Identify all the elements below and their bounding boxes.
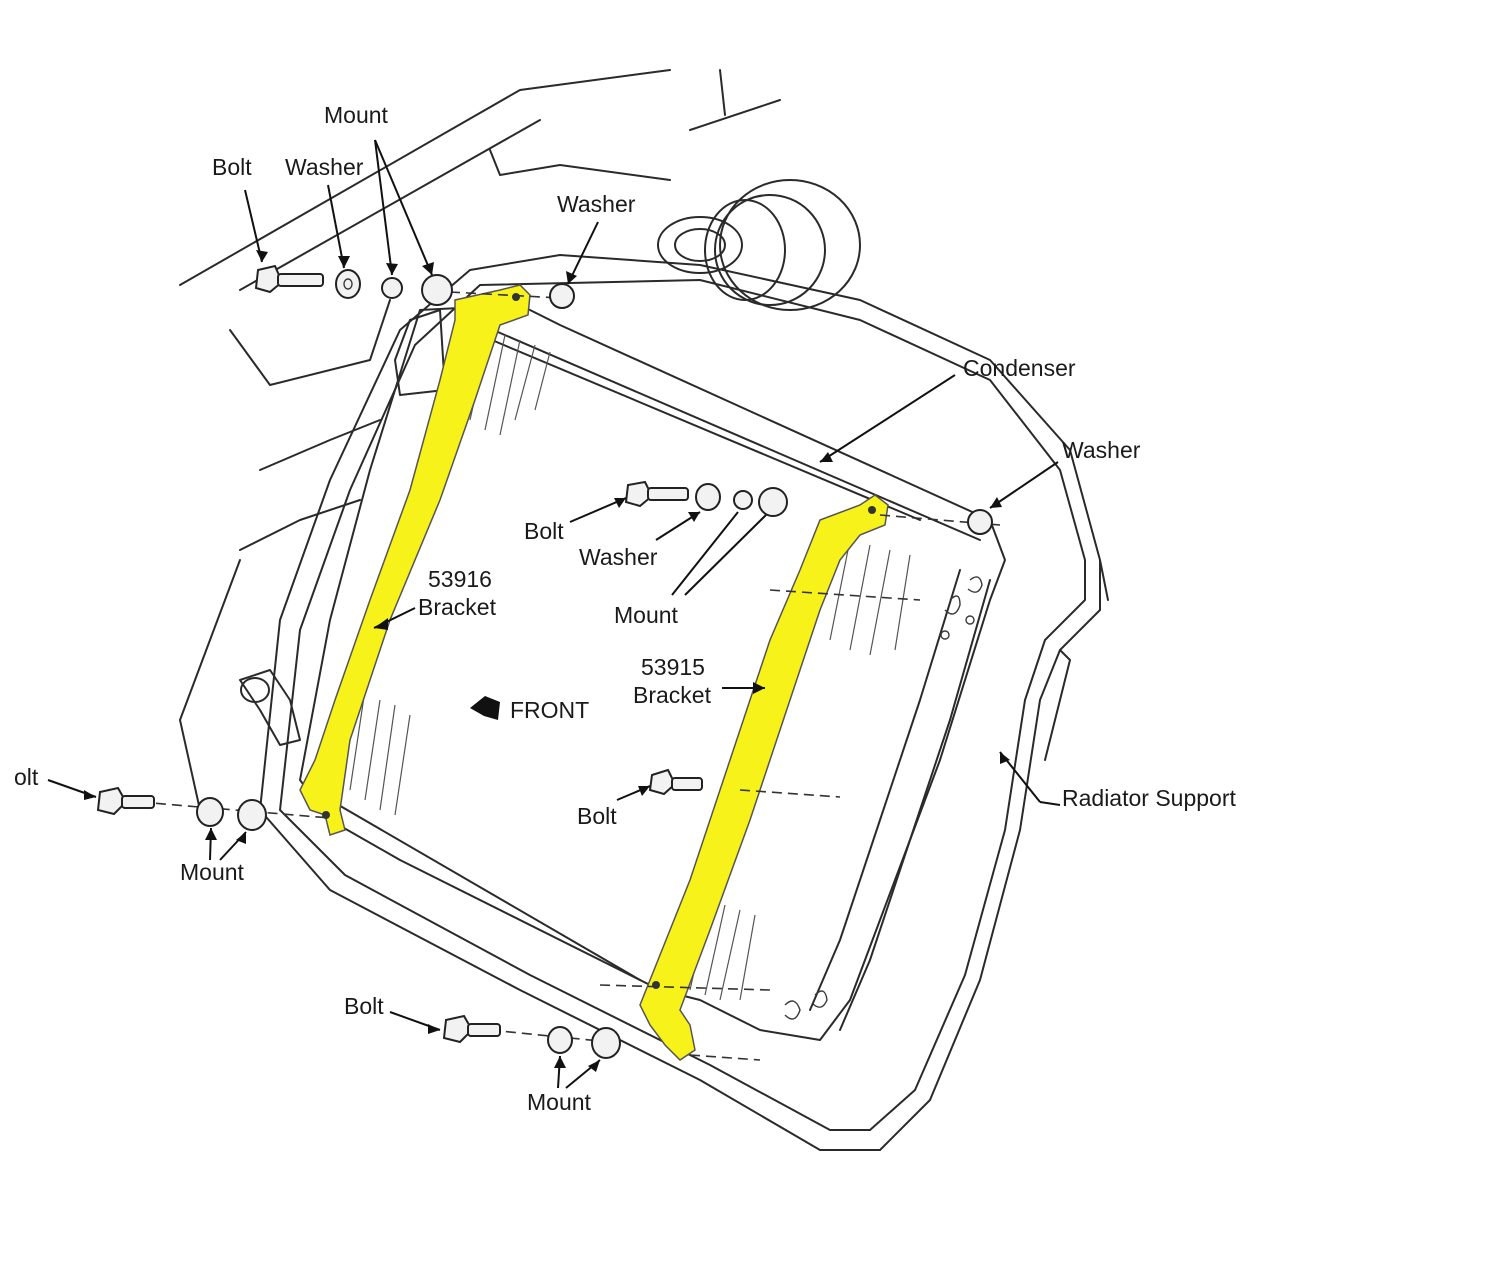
bracket-53915 [639,494,889,1061]
leader-arrowheads [84,250,1010,1072]
left-fittings [239,309,446,746]
label-bracket-53915-number: 53915 [641,654,705,680]
label-washer-mid: Washer [579,544,658,570]
radiator-support-frame [259,254,1109,1151]
hardware-bottom [442,1014,621,1059]
vehicle-body-outline [179,69,781,811]
label-bracket-53915-word: Bracket [633,682,711,708]
front-arrow-icon [470,696,500,720]
label-mount-top: Mount [324,102,388,128]
label-washer-top-mid: Washer [557,191,636,217]
hardware-left [96,786,267,831]
fan-pulley [657,179,861,311]
hardware-mid [624,480,993,535]
label-mount-mid: Mount [614,602,678,628]
label-radiator-support: Radiator Support [1062,785,1236,811]
label-washer-top-left: Washer [285,154,364,180]
hardware-bolt-center [648,768,703,796]
label-bolt-mid: Bolt [524,518,564,544]
bracket-53916 [299,284,531,836]
label-bolt-bottom: Bolt [344,993,384,1019]
label-condenser: Condenser [963,355,1076,381]
label-bolt-left-partial: olt [14,764,39,790]
label-bolt-right-mid: Bolt [577,803,617,829]
label-bolt-top: Bolt [212,154,252,180]
label-front: FRONT [510,697,590,723]
label-bracket-53916-number: 53916 [428,566,492,592]
leader-lines [47,139,1061,1089]
label-bracket-53916-word: Bracket [418,594,496,620]
label-mount-bottom: Mount [527,1089,591,1115]
hardware-top [254,264,575,309]
label-mount-left: Mount [180,859,244,885]
label-washer-right: Washer [1062,437,1141,463]
